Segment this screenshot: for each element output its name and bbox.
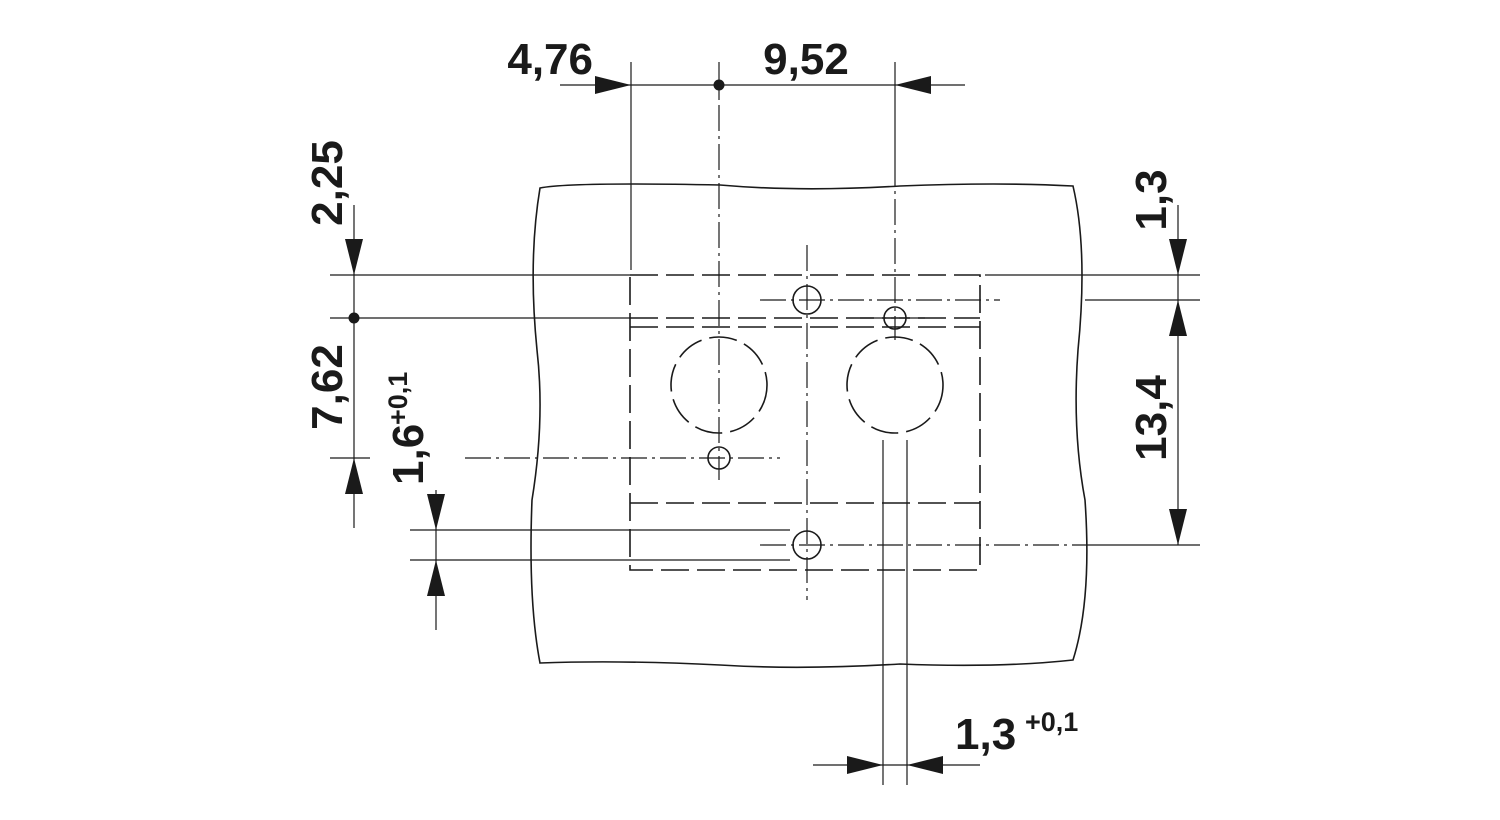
dimension-top [560,76,965,94]
hole-small-left [707,446,731,470]
dimension-left [345,205,363,528]
hole-small-right [883,306,907,330]
hole-top [792,285,822,315]
dimension-right [1169,205,1187,545]
svg-text:1,3: 1,3 [955,710,1016,759]
dim-label-bottom: 1,3 +0,1 [955,707,1078,759]
component-outline [629,274,981,571]
svg-text:+0,1: +0,1 [383,372,413,425]
pin-circle-right [846,336,944,434]
dimension-left-hole [427,490,445,630]
dim-label-left-mid: 7,62 [303,344,352,430]
board-outline [530,183,1088,669]
dim-label-top-span: 9,52 [763,35,849,84]
pin-circle-left [670,336,768,434]
dim-label-right-span: 13,4 [1127,375,1176,461]
dim-label-top-left: 4,76 [507,35,593,84]
dimension-bottom [813,756,980,774]
hole-bottom [792,530,822,560]
dim-label-right-top: 1,3 [1127,169,1176,230]
center-lines [465,105,1085,600]
svg-text:1,6: 1,6 [384,424,433,485]
dim-label-left-hole: 1,6 +0,1 [383,372,433,485]
dim-label-left-top: 2,25 [303,140,352,226]
svg-text:+0,1: +0,1 [1025,707,1078,737]
extension-lines [330,62,1200,785]
